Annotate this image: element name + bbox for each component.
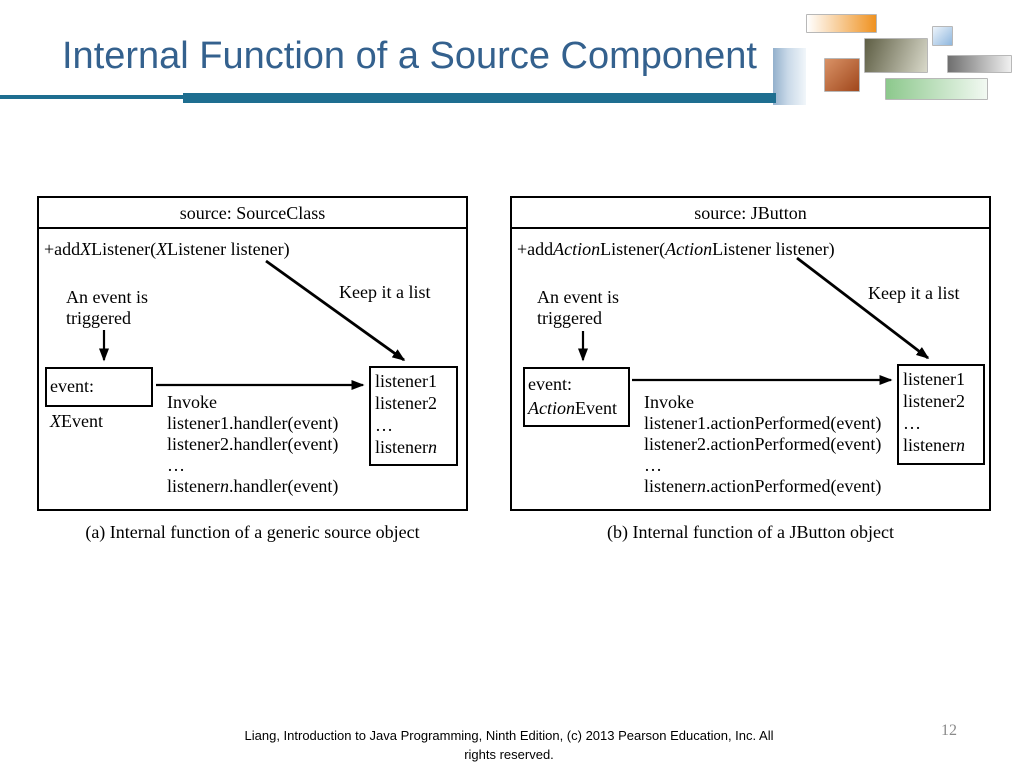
- text-line: …: [167, 455, 185, 475]
- diagram-b-trigger-note: An event is triggered: [537, 287, 619, 328]
- text-line: …: [375, 415, 393, 435]
- diagram-b-event-box: event: ActionEvent: [523, 367, 630, 427]
- diagram-a-source-class-box: source: SourceClass +addXListener(XListe…: [37, 196, 468, 511]
- text-line: Invoke: [167, 392, 217, 412]
- text-line: listener1.actionPerformed(event): [644, 413, 882, 433]
- diagram-a-caption: (a) Internal function of a generic sourc…: [85, 522, 420, 542]
- text-line: listenern: [375, 437, 437, 457]
- page-number: 12: [941, 722, 957, 739]
- diagram-a-keep-list-note: Keep it a list: [339, 282, 431, 302]
- text-line: listener2.actionPerformed(event): [644, 434, 882, 454]
- text-line: listener2.handler(event): [167, 434, 339, 454]
- diagram-b-caption: (b) Internal function of a JButton objec…: [607, 522, 894, 542]
- deco-rect-rust: [824, 58, 860, 92]
- diagram-b-class-title: source: JButton: [512, 198, 989, 229]
- text-line: listenern.handler(event): [167, 476, 339, 496]
- text-line: event:: [528, 374, 572, 394]
- text-line: event: XEvent: [50, 376, 103, 431]
- title-accent-bar: [773, 48, 806, 105]
- title-underline-thick: [183, 93, 776, 103]
- text-line: listener2: [375, 393, 437, 413]
- text-line: ActionEvent: [528, 398, 617, 418]
- diagram-a-class-title: source: SourceClass: [39, 198, 466, 229]
- text-line: Invoke: [644, 392, 694, 412]
- deco-rect-green: [885, 78, 988, 100]
- text-line: listenern: [903, 435, 965, 455]
- diagram-b-source-class-box: source: JButton +addActionListener(Actio…: [510, 196, 991, 511]
- deco-rect-orange: [806, 14, 877, 33]
- text-line: …: [903, 413, 921, 433]
- text-line: listenern.actionPerformed(event): [644, 476, 882, 496]
- diagram-b-keep-list-note: Keep it a list: [868, 283, 960, 303]
- diagram-a-trigger-note: An event is triggered: [66, 287, 148, 328]
- text-line: …: [644, 455, 662, 475]
- footer-credit: Liang, Introduction to Java Programming,…: [244, 728, 774, 762]
- deco-rect-olive: [864, 38, 928, 73]
- diagram-a-event-box: event: XEvent: [45, 367, 153, 431]
- page-title: Internal Function of a Source Component: [62, 35, 757, 77]
- title-underline-thin: [0, 95, 183, 99]
- text-line: listener1: [375, 371, 437, 391]
- diagram-a-method-signature: +addXListener(XListener listener): [44, 239, 290, 259]
- deco-rect-blue: [932, 26, 953, 46]
- text-line: listener2: [903, 391, 965, 411]
- diagram-b-method-signature: +addActionListener(ActionListener listen…: [517, 239, 835, 259]
- text-line: listener1: [903, 369, 965, 389]
- text-line: listener1.handler(event): [167, 413, 339, 433]
- deco-rect-gray: [947, 55, 1012, 73]
